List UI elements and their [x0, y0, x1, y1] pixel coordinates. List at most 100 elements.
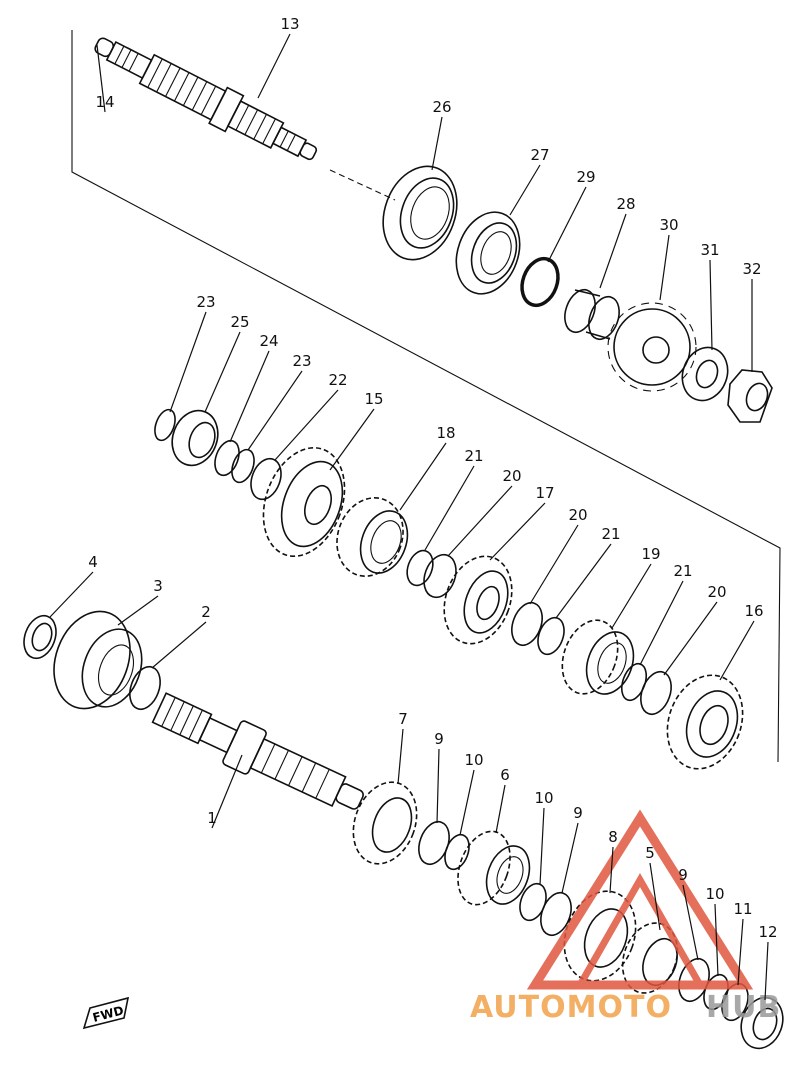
callout-c14: 14 [95, 44, 115, 113]
gear-18 [336, 497, 409, 577]
leader-line [659, 234, 670, 301]
callout-c19: 19 [611, 545, 661, 629]
callout-c17: 17 [489, 484, 555, 561]
bearing-3 [53, 610, 143, 710]
circlip-23a [154, 408, 176, 442]
callout-number: 9 [678, 866, 688, 884]
callout-number: 8 [608, 828, 618, 846]
leader-line [495, 784, 506, 834]
circlip-10a [444, 833, 470, 871]
gear-19 [561, 619, 635, 695]
callout-c5: 5 [645, 844, 661, 931]
leader-line [561, 822, 579, 894]
callout-c10a: 10 [459, 751, 484, 836]
leader-line [682, 884, 699, 961]
callout-c7: 7 [397, 710, 408, 785]
callout-number: 4 [88, 553, 98, 571]
callout-c23a: 23 [169, 293, 216, 413]
callout-number: 9 [573, 804, 583, 822]
leader-line [229, 350, 270, 443]
callout-c9c: 9 [678, 866, 699, 961]
gear-7 [352, 781, 418, 865]
washer-20c [640, 670, 672, 716]
callout-number: 1 [207, 809, 217, 827]
callout-number: 22 [328, 371, 347, 389]
gear-15 [262, 446, 346, 558]
leader-line [49, 571, 94, 618]
callout-number: 21 [464, 447, 483, 465]
callout-c9b: 9 [561, 804, 583, 894]
callout-number: 17 [535, 484, 554, 502]
washer-22 [250, 457, 282, 501]
watermark-text-orange: AUTOMOTO [470, 990, 672, 1025]
leader-line [714, 903, 719, 977]
callout-c24: 24 [229, 332, 279, 443]
callout-c28: 28 [599, 195, 636, 289]
callout-number: 10 [464, 751, 483, 769]
callout-number: 20 [502, 467, 521, 485]
gear-8 [563, 890, 637, 982]
leader-line [397, 728, 404, 785]
callout-number: 28 [616, 195, 635, 213]
callout-c31: 31 [700, 241, 720, 351]
leader-line [649, 862, 661, 931]
oring-29 [520, 256, 560, 308]
callout-number: 31 [700, 241, 719, 259]
leader-line [719, 620, 755, 681]
callout-c3: 3 [117, 577, 163, 626]
callout-c21c: 21 [639, 562, 693, 666]
leader-line [539, 807, 545, 886]
callout-c11: 11 [733, 900, 753, 986]
callout-number: 26 [432, 98, 451, 116]
callout-c15: 15 [329, 390, 384, 471]
leader-line [599, 213, 627, 289]
leader-line [555, 543, 612, 619]
watermark-logo: AUTOMOTO HUB [470, 809, 780, 1025]
leader-line [274, 389, 339, 461]
callout-number: 10 [534, 789, 553, 807]
callout-number: 10 [705, 885, 724, 903]
gear-6 [457, 830, 531, 906]
callout-number: 14 [95, 93, 114, 111]
leader-line [211, 754, 243, 829]
leader-line [436, 748, 440, 824]
callout-c6: 6 [495, 766, 510, 834]
leader-line [509, 164, 541, 216]
callout-number: 21 [601, 525, 620, 543]
callout-c27: 27 [509, 146, 550, 216]
leader-line [709, 259, 713, 351]
leader-line [117, 595, 159, 626]
callout-number: 11 [733, 900, 752, 918]
drive-sprocket-30 [607, 302, 697, 392]
callout-c12: 12 [758, 923, 778, 1001]
washer-20a [423, 553, 457, 599]
callout-number: 3 [153, 577, 163, 595]
callout-c16: 16 [719, 602, 764, 681]
callout-number: 21 [673, 562, 692, 580]
leader-line [639, 580, 684, 666]
callout-c18: 18 [399, 424, 456, 511]
bearing-26 [382, 165, 458, 261]
leader-line [611, 563, 652, 629]
callout-c21b: 21 [555, 525, 621, 619]
callout-number: 30 [659, 216, 678, 234]
circlip-21b [537, 616, 565, 656]
seal-4 [23, 614, 57, 660]
callout-c8: 8 [608, 828, 618, 894]
callout-c21a: 21 [424, 447, 484, 551]
group-outline [71, 30, 781, 763]
callout-c13: 13 [257, 15, 300, 99]
leader-line [529, 524, 579, 605]
callout-number: 13 [280, 15, 299, 33]
leader-line [489, 502, 546, 561]
callout-c22: 22 [274, 371, 348, 461]
leader-line [169, 311, 207, 413]
leader-line [431, 116, 443, 171]
callout-number: 25 [230, 313, 249, 331]
callout-number: 12 [758, 923, 777, 941]
leader-line [424, 465, 475, 551]
washer-24 [214, 439, 240, 477]
callout-c26: 26 [431, 98, 452, 171]
callout-number: 9 [434, 730, 444, 748]
